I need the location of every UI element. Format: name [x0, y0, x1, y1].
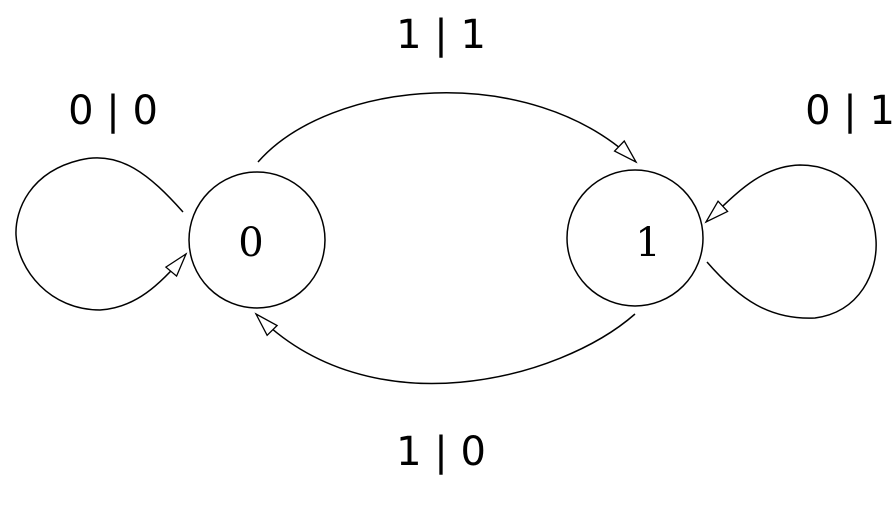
state-0-node: [188, 171, 326, 309]
edge-0-self-label: 0 | 0: [68, 88, 158, 134]
state-1-label: 1: [635, 220, 660, 266]
edge-0-to-1-label: 1 | 1: [396, 12, 486, 58]
edge-1-self-loop: [706, 164, 877, 319]
edge-1-to-0: [256, 314, 636, 385]
edge-1-to-0-label: 1 | 0: [396, 429, 486, 475]
edge-0-to-1: [257, 92, 636, 162]
edge-0-self-loop: [15, 157, 186, 311]
edge-1-self-label: 0 | 1: [805, 88, 894, 134]
state-0-label: 0: [238, 220, 263, 266]
state-1-node: [566, 169, 704, 307]
